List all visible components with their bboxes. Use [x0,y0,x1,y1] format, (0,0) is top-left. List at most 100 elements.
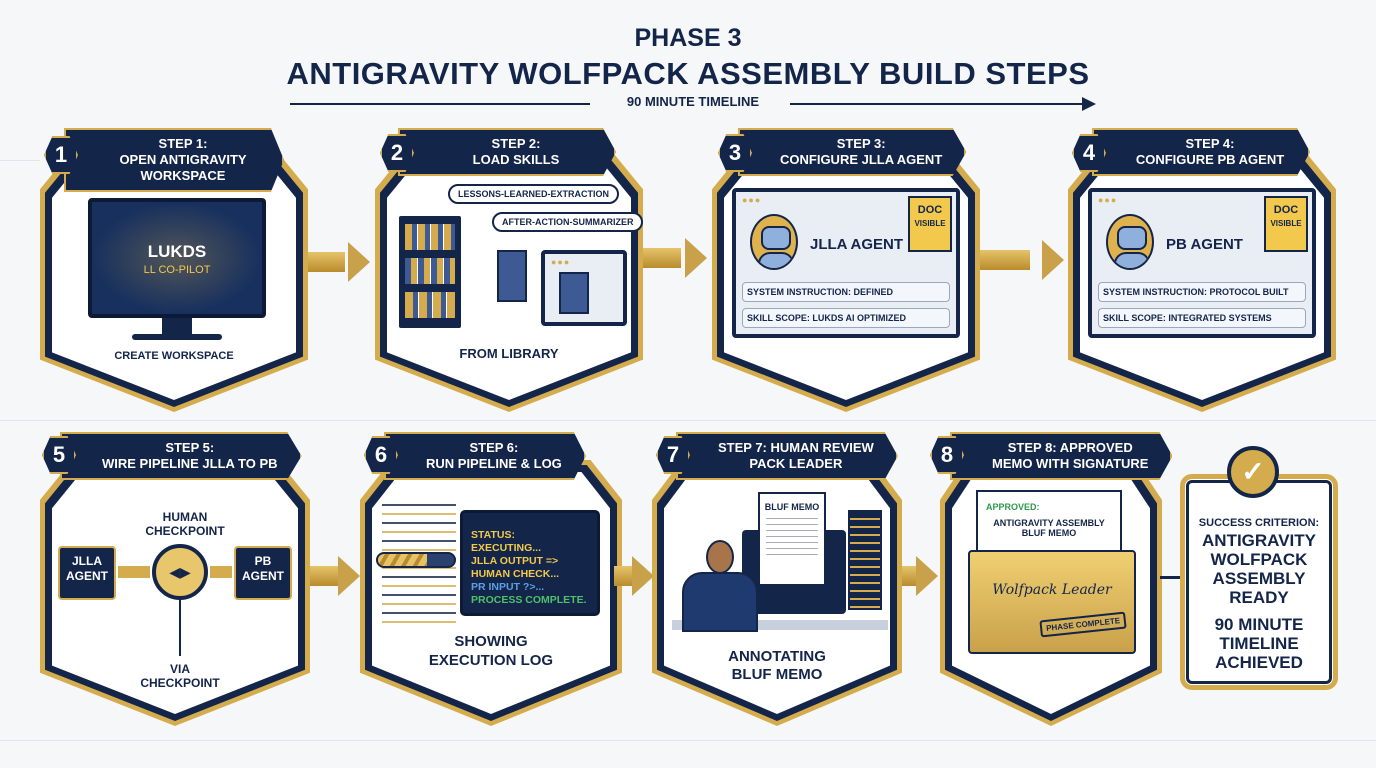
step-1-caption: CREATE WORKSPACE [114,350,234,362]
step-8-badge: 8 [930,436,964,474]
label-line: JLLA [72,554,102,568]
step-4-card: ●●● PB AGENT SYSTEM INSTRUCTION: PROTOCO… [1068,150,1336,412]
success-line: 90 MINUTE [1214,615,1304,634]
title-line: WIRE PIPELINE JLLA TO PB [102,456,278,471]
log-line: PR INPUT ?>... [471,581,545,593]
title-line: CONFIGURE PB AGENT [1135,152,1285,167]
memo-title: BLUF MEMO [1021,528,1077,538]
title-line: STEP 5: [165,440,215,455]
phase-complete-stamp: PHASE COMPLETE [1039,611,1127,638]
step-8-card: APPROVED: ANTIGRAVITY ASSEMBLY BLUF MEMO… [940,460,1162,726]
progress-bar [376,552,456,568]
flow-arrow [980,240,1064,280]
title-line: MEMO WITH SIGNATURE [992,456,1149,471]
page-title: ANTIGRAVITY WOLFPACK ASSEMBLY BUILD STEP… [286,56,1090,91]
title-line: STEP 8: APPROVED [1007,440,1133,455]
reviewer-icon [678,540,758,632]
success-line: ASSEMBLY [1212,569,1306,588]
bookshelf-icon [399,216,461,328]
folder-icon: Wolfpack Leader PHASE COMPLETE [968,550,1136,654]
label-line: CHECKPOINT [145,524,225,538]
step-4-title: STEP 4:CONFIGURE PB AGENT [1092,128,1310,176]
title-line: STEP 6: [469,440,519,455]
step-3-badge: 3 [718,134,752,172]
caption-line: BLUF MEMO [731,666,823,683]
success-line: ANTIGRAVITY [1202,531,1316,550]
log-line: HUMAN CHECK... [471,568,560,580]
robot-icon [1106,214,1154,270]
log-line: STATUS: [471,529,515,541]
agent-name: JLLA AGENT [810,236,904,253]
phase-label: PHASE 3 [634,24,742,52]
label-line: AGENT [242,569,284,583]
title-line: WORKSPACE [140,168,226,183]
step-5-title: STEP 5:WIRE PIPELINE JLLA TO PB [60,432,302,480]
agent-name: PB AGENT [1166,236,1243,253]
step-6-caption: SHOWING EXECUTION LOG [360,632,622,670]
step-6-card: STATUS: EXECUTING... JLLA OUTPUT => HUMA… [360,460,622,726]
step-2-title: STEP 2:LOAD SKILLS [398,128,616,176]
success-line: TIMELINE [1219,634,1299,653]
label-line: HUMAN [162,510,208,524]
success-line: WOLFPACK [1210,550,1308,569]
caption-line: EXECUTION LOG [428,652,554,669]
skill-bubble-1: LESSONS-LEARNED-EXTRACTION [448,184,620,204]
screen-subtitle: LL CO-PILOT [143,264,211,276]
arrow-right-icon [1082,97,1096,111]
title-line: RUN PIPELINE & LOG [426,456,562,471]
system-instruction-field: SYSTEM INSTRUCTION: PROTOCOL BUILT [1098,282,1306,302]
memo-title: ANTIGRAVITY ASSEMBLY [993,518,1105,528]
step-2-caption: FROM LIBRARY [459,346,559,361]
title-line: CONFIGURE JLLA AGENT [780,152,943,167]
flow-arrow [310,556,360,596]
label-line: AGENT [66,569,108,583]
doc-label: DOC [917,204,943,216]
checkmark-icon: ✓ [1227,446,1279,498]
robot-icon [750,214,798,270]
caption-line: SHOWING [454,633,528,650]
doc-label: DOC [1273,204,1299,216]
flow-arrow [308,242,370,282]
monitor-icon: LUKDS LL CO-PILOT [88,198,266,318]
label-line: PB [254,554,272,568]
flow-arrow [614,556,654,596]
skill-scope-field: SKILL SCOPE: LUKDS AI OPTIMIZED [742,308,950,328]
caption-line: CHECKPOINT [140,676,220,690]
book-icon [497,250,527,302]
caption-line: VIA [169,662,190,676]
caption-line: ANNOTATING [728,648,826,665]
skill-window: ●●● [541,250,627,326]
signature: Wolfpack Leader [992,582,1112,598]
step-3-card: ●●● JLLA AGENT SYSTEM INSTRUCTION: DEFIN… [712,150,980,412]
title-line: LOAD SKILLS [472,152,560,167]
doc-label: VISIBLE [1270,219,1302,228]
log-line: EXECUTING... [471,542,542,554]
success-criterion-panel: SUCCESS CRITERION: ANTIGRAVITY WOLFPACK … [1180,474,1338,690]
step-3-title: STEP 3:CONFIGURE JLLA AGENT [738,128,967,176]
step-1-card: LUKDS LL CO-PILOT CREATE WORKSPACE [40,150,308,412]
success-line: ACHIEVED [1215,653,1303,672]
step-7-badge: 7 [656,436,690,474]
title-line: PACK LEADER [749,456,843,471]
success-label: SUCCESS CRITERION: [1198,517,1320,529]
side-monitor [848,510,882,610]
flow-arrow [643,238,707,278]
title-line: STEP 7: HUMAN REVIEW [718,440,874,455]
success-line: READY [1229,588,1289,607]
skill-scope-field: SKILL SCOPE: INTEGRATED SYSTEMS [1098,308,1306,328]
bluf-memo-document: BLUF MEMO [758,492,826,586]
memo-title: BLUF MEMO [764,502,820,512]
skill-bubble-2: AFTER-ACTION-SUMMARIZER [492,212,644,232]
title-line: OPEN ANTIGRAVITY [119,152,247,167]
title-line: STEP 3: [836,136,886,151]
